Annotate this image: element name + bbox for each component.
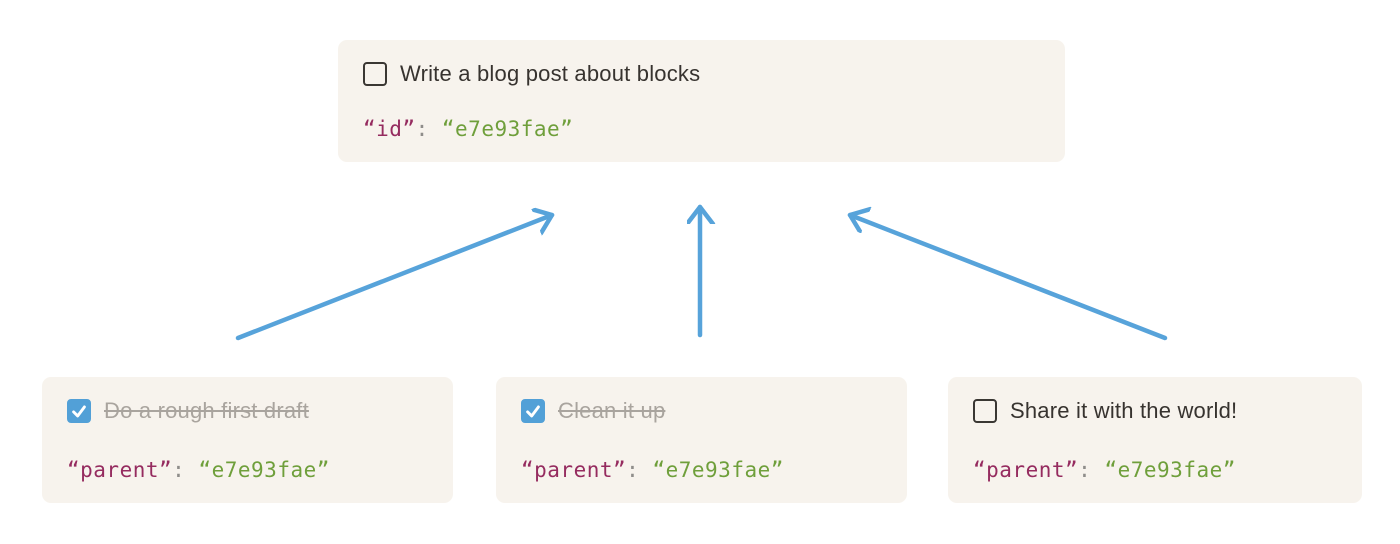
checkbox-checked[interactable]: [67, 399, 91, 423]
checkbox-unchecked[interactable]: [363, 62, 387, 86]
code-colon: :: [1078, 458, 1092, 482]
code-line: “id”: “e7e93fae”: [363, 117, 1040, 141]
arrow-child1-to-parent: [235, 215, 555, 341]
code-value: “e7e93fae”: [198, 458, 330, 482]
code-colon: :: [172, 458, 186, 482]
task-label: Do a rough first draft: [104, 398, 309, 423]
code-key: “id”: [363, 117, 416, 141]
code-value: “e7e93fae”: [652, 458, 784, 482]
checkmark-icon: [72, 405, 86, 418]
code-line: “parent”: “e7e93fae”: [973, 458, 1337, 482]
code-value: “e7e93fae”: [441, 117, 574, 141]
task-row: Write a blog post about blocks: [363, 61, 1040, 87]
child-task-card-1: Do a rough first draft “parent”: “e7e93f…: [42, 377, 453, 503]
task-row: Share it with the world!: [973, 398, 1337, 424]
task-label: Write a blog post about blocks: [400, 61, 701, 86]
code-key: “parent”: [67, 458, 173, 482]
checkbox-checked[interactable]: [521, 399, 545, 423]
code-colon: :: [415, 117, 429, 141]
task-label: Clean it up: [558, 398, 666, 423]
parent-task-card: Write a blog post about blocks “id”: “e7…: [338, 40, 1065, 162]
task-row: Clean it up: [521, 398, 882, 424]
code-colon: :: [626, 458, 640, 482]
arrow-child3-to-parent: [847, 215, 1168, 341]
task-row: Do a rough first draft: [67, 398, 428, 424]
child-task-card-3: Share it with the world! “parent”: “e7e9…: [948, 377, 1362, 503]
code-line: “parent”: “e7e93fae”: [521, 458, 882, 482]
checkmark-icon: [526, 405, 540, 418]
code-key: “parent”: [521, 458, 627, 482]
code-line: “parent”: “e7e93fae”: [67, 458, 428, 482]
code-value: “e7e93fae”: [1104, 458, 1236, 482]
child-task-card-2: Clean it up “parent”: “e7e93fae”: [496, 377, 907, 503]
checkbox-unchecked[interactable]: [973, 399, 997, 423]
code-key: “parent”: [973, 458, 1079, 482]
task-label: Share it with the world!: [1010, 398, 1238, 423]
